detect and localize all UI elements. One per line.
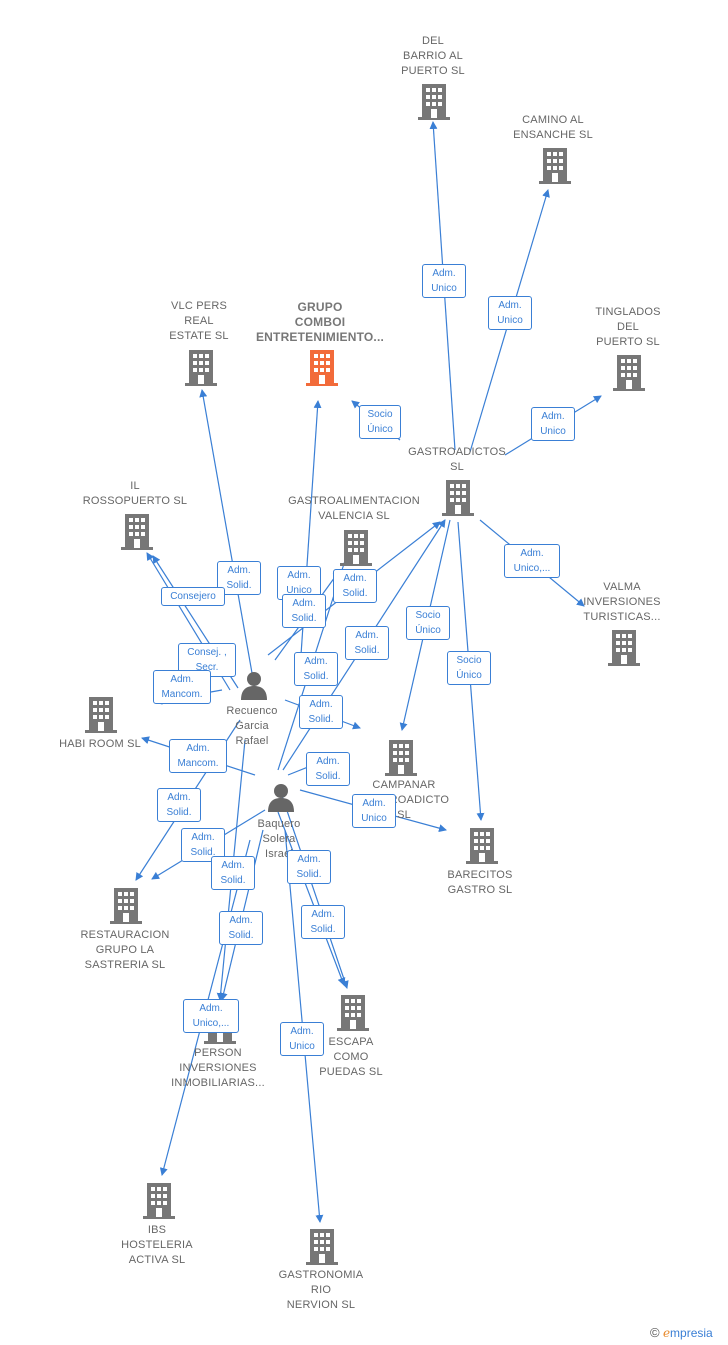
- node-label-barecitos: BARECITOS GASTRO SL: [447, 869, 513, 896]
- edge-label[interactable]: Socio Único: [447, 651, 491, 685]
- node-label-grupo-comboi: GRUPO COMBOI ENTRETENIMIENTO...: [255, 300, 385, 344]
- edge-label[interactable]: Adm. Solid.: [219, 911, 263, 945]
- edge-label[interactable]: Adm. Unico: [280, 1022, 324, 1056]
- node-label-del-barrio: DEL BARRIO AL PUERTO SL: [401, 35, 465, 77]
- node-label-valma: VALMA INVERSIONES TURISTICAS...: [583, 581, 661, 623]
- edge-label[interactable]: Adm. Unico: [352, 794, 396, 828]
- edge: [199, 389, 256, 691]
- node-label-camino: CAMINO AL ENSANCHE SL: [513, 114, 593, 141]
- building-icon[interactable]: [613, 355, 645, 391]
- building-icon[interactable]: [539, 148, 571, 184]
- building-icon[interactable]: [340, 530, 372, 566]
- edge-label[interactable]: Adm. Solid.: [306, 752, 350, 786]
- brand-name: mpresia: [670, 1326, 713, 1340]
- person-icon[interactable]: [266, 782, 296, 812]
- node-label-person-inversiones: PERSON INVERSIONES INMOBILIARIAS...: [171, 1047, 265, 1089]
- building-icon[interactable]: [110, 888, 142, 924]
- node-label-ibs: IBS HOSTELERIA ACTIVA SL: [121, 1224, 193, 1266]
- edge-label[interactable]: Consejero: [161, 587, 225, 606]
- edge-label[interactable]: Adm. Solid.: [345, 626, 389, 660]
- building-icon[interactable]: [442, 480, 474, 516]
- edge-label[interactable]: Adm. Unico: [531, 407, 575, 441]
- node-label-gastroalimentacion: GASTROALIMENTACION VALENCIA SL: [288, 495, 420, 522]
- brand-initial: e: [662, 1326, 671, 1340]
- node-label-tinglados: TINGLADOS DEL PUERTO SL: [595, 306, 661, 348]
- node-label-restauracion: RESTAURACION GRUPO LA SASTRERIA SL: [80, 929, 170, 971]
- building-icon[interactable]: [337, 995, 369, 1031]
- edge-label[interactable]: Adm. Unico,...: [183, 999, 239, 1033]
- building-icon[interactable]: [608, 630, 640, 666]
- edge-label[interactable]: Adm. Solid.: [333, 569, 377, 603]
- edge: [277, 811, 346, 986]
- edge-label[interactable]: Adm. Solid.: [287, 850, 331, 884]
- edge-label[interactable]: Socio Único: [359, 405, 401, 439]
- person-icon[interactable]: [239, 670, 269, 700]
- building-icon[interactable]: [385, 740, 417, 776]
- building-icon[interactable]: [85, 697, 117, 733]
- edge-label[interactable]: Socio Único: [406, 606, 450, 640]
- copyright-symbol: ©: [650, 1325, 660, 1340]
- node-label-baquero: Baquero Solera Israel: [257, 818, 301, 860]
- node-label-vlc-pers: VLC PERS REAL ESTATE SL: [169, 300, 229, 342]
- edge-label[interactable]: Adm. Solid.: [157, 788, 201, 822]
- building-icon[interactable]: [418, 84, 450, 120]
- edge-label[interactable]: Adm. Unico,...: [504, 544, 560, 578]
- node-label-gastroadictos: GASTROADICTOS SL: [408, 446, 506, 473]
- edge-label[interactable]: Adm. Mancom.: [153, 670, 211, 704]
- building-icon[interactable]: [121, 514, 153, 550]
- node-label-gastronomia: GASTRONOMIA RIO NERVION SL: [278, 1269, 364, 1311]
- edge: [299, 400, 322, 671]
- building-icon-focus[interactable]: [306, 350, 338, 386]
- building-icon[interactable]: [143, 1183, 175, 1219]
- node-label-recuenco: Recuenco Garcia Rafael: [226, 705, 278, 747]
- building-icon[interactable]: [466, 828, 498, 864]
- edge-label[interactable]: Adm. Unico: [422, 264, 466, 298]
- edge-label[interactable]: Adm. Solid.: [294, 652, 338, 686]
- edge-label[interactable]: Adm. Solid.: [301, 905, 345, 939]
- building-icon[interactable]: [306, 1229, 338, 1265]
- node-label-il-rosso: IL ROSSOPUERTO SL: [82, 480, 188, 507]
- node-label-habi-room: HABI ROOM SL: [59, 738, 141, 750]
- edge-label[interactable]: Adm. Solid.: [282, 594, 326, 628]
- edge-label[interactable]: Adm. Solid.: [211, 856, 255, 890]
- watermark-logo: © empresia: [650, 1325, 713, 1340]
- building-icon[interactable]: [185, 350, 217, 386]
- edge-label[interactable]: Adm. Unico: [488, 296, 532, 330]
- edge: [279, 789, 349, 989]
- edge-label[interactable]: Adm. Mancom.: [169, 739, 227, 773]
- edge-label[interactable]: Adm. Solid.: [299, 695, 343, 729]
- node-label-escapa: ESCAPA COMO PUEDAS SL: [319, 1036, 383, 1078]
